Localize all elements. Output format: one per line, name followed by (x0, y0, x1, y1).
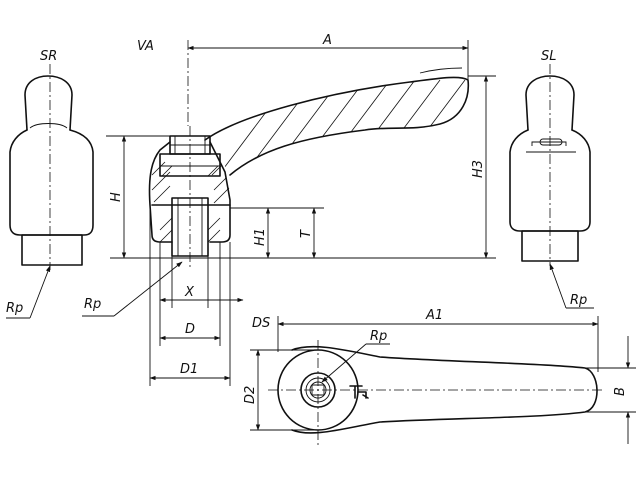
right-side-view (509, 64, 591, 266)
label-h3: H3 (471, 160, 486, 178)
bottom-plan-view (268, 340, 605, 445)
label-rp-mid: Rp (84, 297, 101, 312)
label-h: H (109, 192, 124, 202)
dimension-lines (6, 40, 636, 444)
label-b: B (613, 387, 628, 396)
label-d1: D1 (180, 362, 198, 377)
left-side-view (9, 64, 94, 270)
label-ds: DS (252, 316, 270, 331)
label-d: D (185, 322, 195, 337)
label-a: A (322, 33, 332, 48)
label-va: VA (137, 39, 154, 54)
label-a1: A1 (425, 308, 443, 323)
label-rp-left: Rp (6, 301, 23, 316)
label-rp-right: Rp (570, 293, 587, 308)
label-h1: H1 (253, 228, 268, 246)
label-d2: D2 (243, 386, 258, 404)
label-t: T (299, 229, 314, 238)
label-rp-top: Rp (370, 329, 387, 344)
label-x: X (184, 285, 195, 300)
front-section-view (148, 40, 470, 268)
label-sl: SL (541, 49, 557, 64)
label-sr: SR (40, 49, 57, 64)
